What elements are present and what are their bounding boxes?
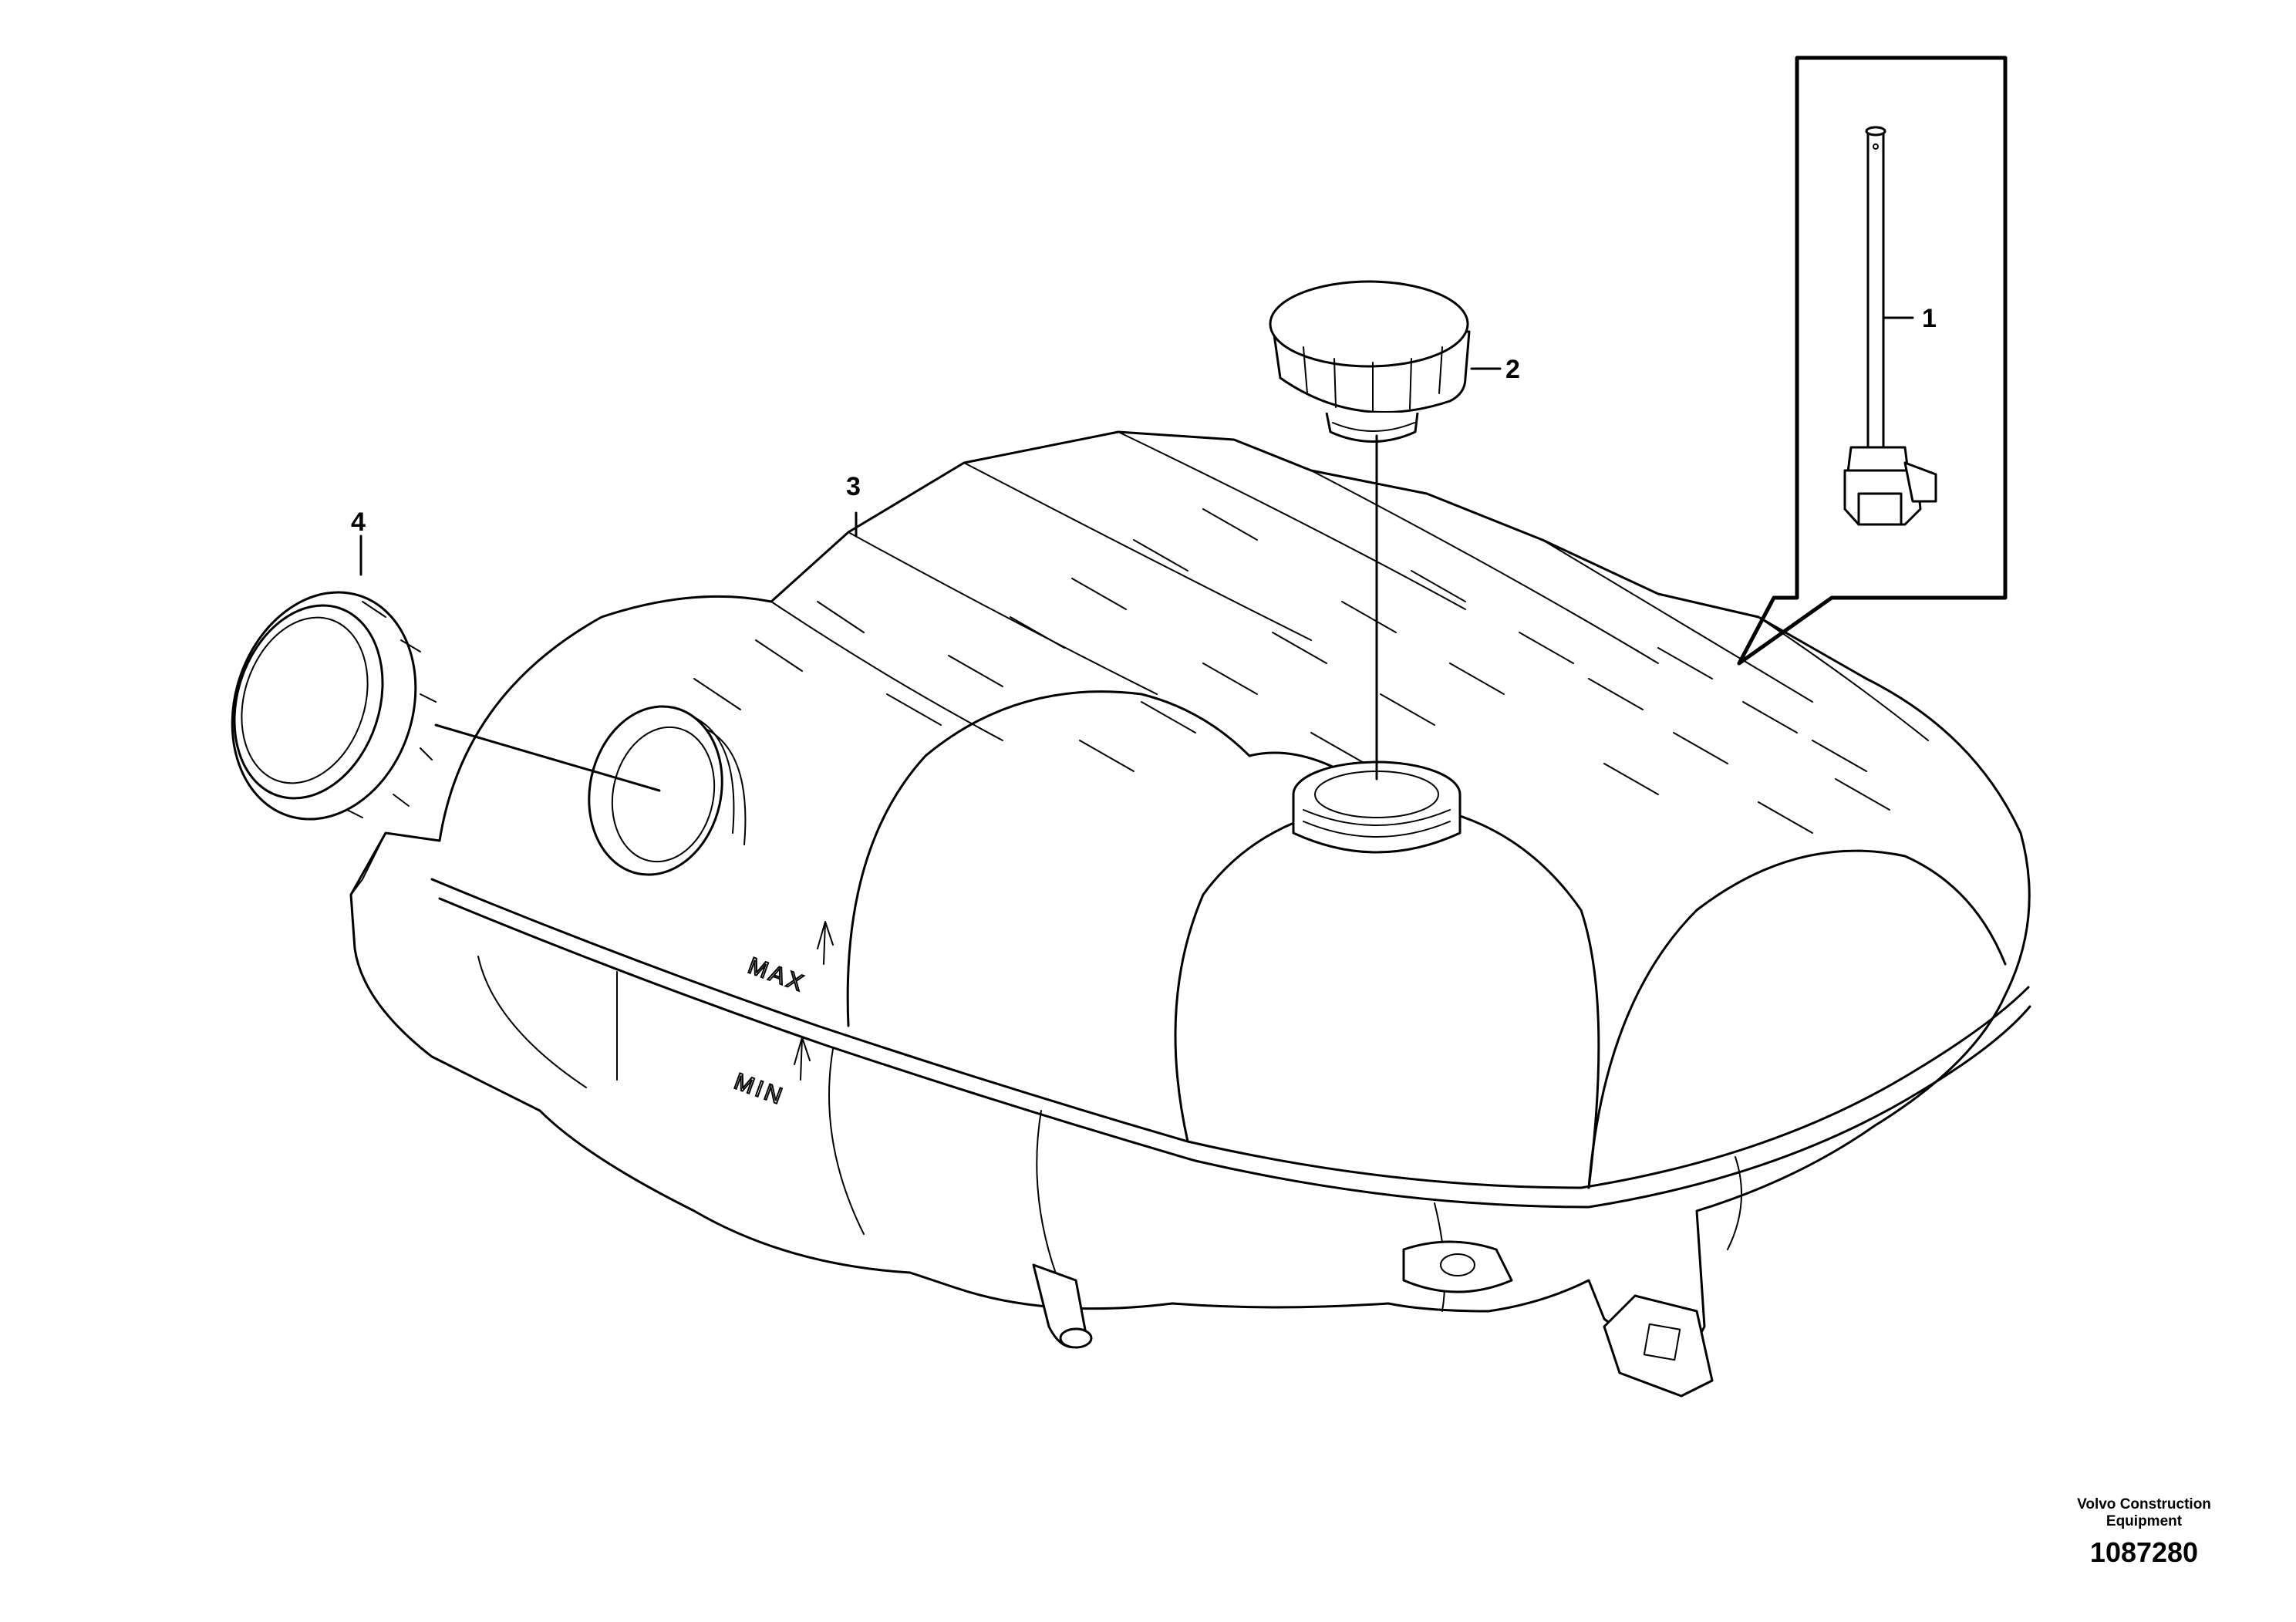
drawing-credit: Volvo Construction Equipment 1087280 <box>2052 1496 2237 1572</box>
drawing-number: 1087280 <box>2089 1536 2199 1568</box>
coolant-level-sensor-icon <box>1843 126 1937 526</box>
callout-2: 2 <box>1505 355 1520 384</box>
sensor-detail-box <box>1737 56 2008 666</box>
callout-4: 4 <box>351 508 366 537</box>
leader-cap-to-port <box>434 723 661 792</box>
filler-cap-icon <box>1269 280 1471 443</box>
organization-line-2: Equipment <box>2106 1513 2183 1529</box>
organization-line-1: Volvo Construction <box>2077 1496 2211 1512</box>
expansion-tank-icon: MAX MIN <box>349 430 2031 1398</box>
callout-1: 1 <box>1922 304 1937 333</box>
callout-3: 3 <box>846 472 861 501</box>
cap-icon <box>231 591 437 821</box>
